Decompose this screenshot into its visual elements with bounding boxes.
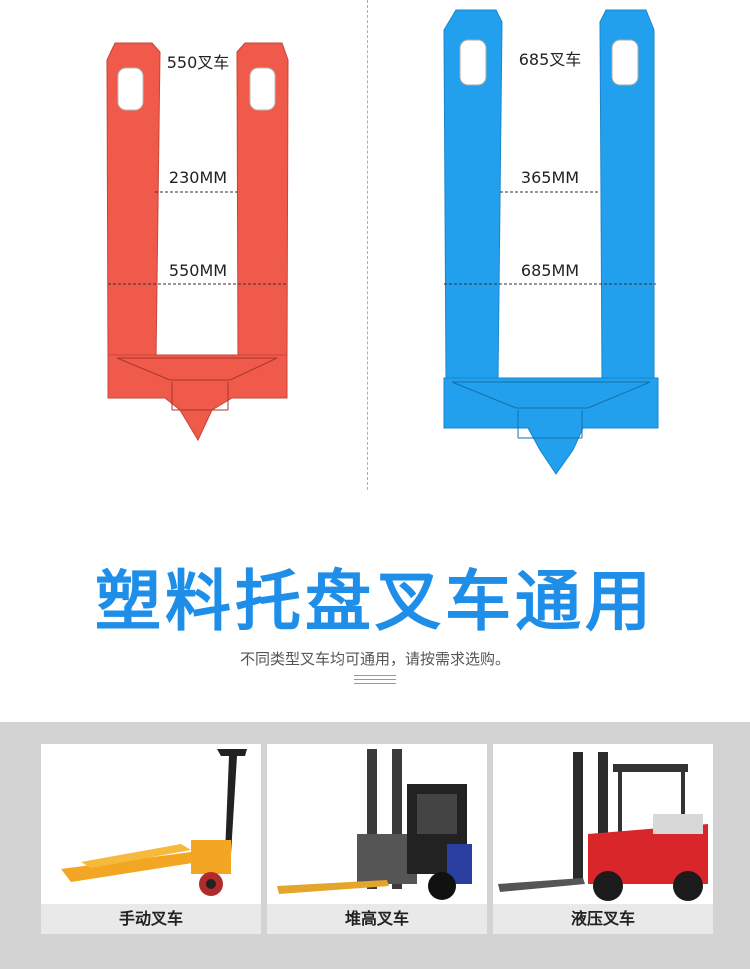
hydraulic-forklift-image xyxy=(493,744,713,904)
fork-550-outer-width: 550MM xyxy=(168,261,228,280)
fork-550-inner-width: 230MM xyxy=(168,168,228,187)
headline: 塑料托盘叉车通用 xyxy=(95,563,655,640)
card-hand-forklift[interactable]: 手动叉车 xyxy=(41,744,261,934)
hand-pallet-truck-image xyxy=(41,744,261,904)
fork-550-diagram xyxy=(106,42,289,442)
subline: 不同类型叉车均可通用，请按需求选购。 xyxy=(239,650,510,668)
card-hydraulic-forklift[interactable]: 液压叉车 xyxy=(493,744,713,934)
fork-550-title: 550叉车 xyxy=(166,53,230,72)
card-hand-forklift-label: 手动叉车 xyxy=(41,904,261,934)
fork-685-diagram xyxy=(443,9,659,475)
card-stacker-forklift[interactable]: 堆高叉车 xyxy=(267,744,487,934)
stacker-forklift-image xyxy=(267,744,487,904)
fork-685-outer-width: 685MM xyxy=(520,261,580,280)
card-stacker-forklift-label: 堆高叉车 xyxy=(267,904,487,934)
decorative-lines xyxy=(354,675,396,687)
fork-685-inner-width: 365MM xyxy=(520,168,580,187)
center-divider xyxy=(367,0,368,490)
fork-685-title: 685叉车 xyxy=(518,50,582,69)
card-hydraulic-forklift-label: 液压叉车 xyxy=(493,904,713,934)
fork-comparison-area: 550叉车 230MM 550MM 685叉车 365MM 685MM xyxy=(106,0,659,490)
